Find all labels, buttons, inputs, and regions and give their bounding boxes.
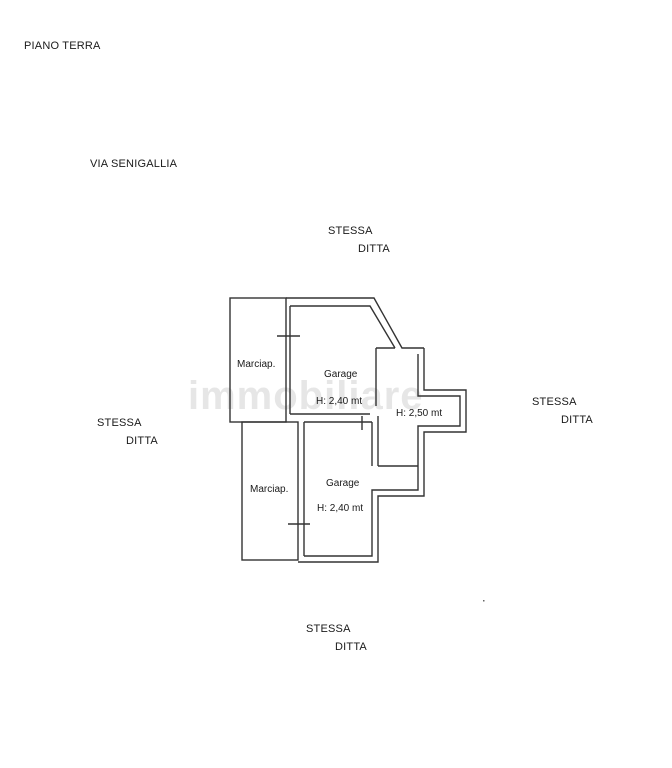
central-outer-wall [298,348,467,563]
garage-top-label: Garage [324,369,358,380]
neighbor-top-line2: DITTA [358,243,390,255]
garage-bottom-height: H: 2,40 mt [317,503,364,514]
watermark: immobiliare [188,374,424,418]
neighbor-bottom-line1: STESSA [306,623,351,635]
marciapiede-bottom-label: Marciap. [250,484,289,495]
garage-top-wall [290,305,396,349]
neighbor-bottom-line2: DITTA [335,641,367,653]
marciapiede-bottom-outline [241,421,299,561]
central-room-height: H: 2,50 mt [396,408,443,419]
neighbor-left-line2: DITTA [126,435,158,447]
floor-title: PIANO TERRA [24,40,101,52]
garage-bottom-label: Garage [326,478,360,489]
neighbor-right-line1: STESSA [532,396,577,408]
neighbor-right-line2: DITTA [561,414,593,426]
garage-top-height: H: 2,40 mt [316,396,363,407]
street-name: VIA SENIGALLIA [90,158,178,170]
neighbor-left-line1: STESSA [97,417,142,429]
marciapiede-top-label: Marciap. [237,359,276,370]
neighbor-top-line1: STESSA [328,225,373,237]
